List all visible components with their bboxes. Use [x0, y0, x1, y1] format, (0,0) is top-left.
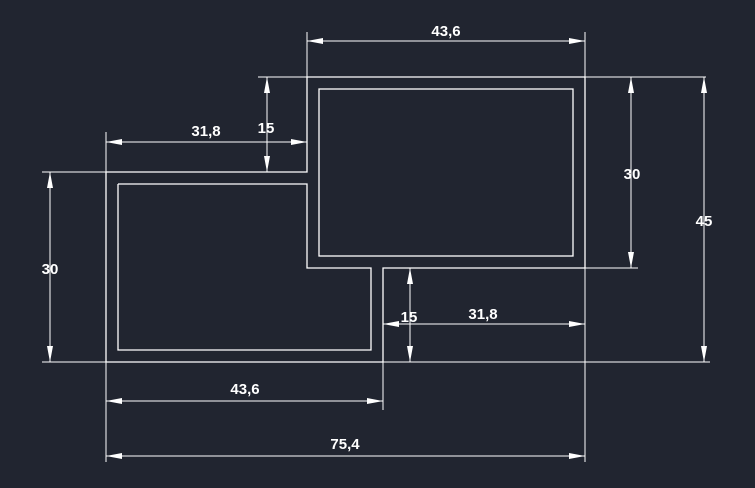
arrowhead — [701, 77, 707, 93]
dim-lower-offset: 15 — [401, 309, 418, 326]
arrowhead — [628, 77, 634, 93]
arrowhead — [47, 346, 53, 362]
arrowhead — [106, 139, 122, 145]
arrowhead — [701, 346, 707, 362]
dim-top-width: 43,6 — [431, 23, 460, 40]
arrowhead — [569, 321, 585, 327]
dim-upper-offset: 15 — [258, 120, 275, 137]
inner-right-contour — [318, 88, 574, 257]
arrowhead — [106, 398, 122, 404]
arrowhead — [569, 38, 585, 44]
profile-outline — [105, 76, 586, 363]
dim-overall-width: 75,4 — [330, 436, 360, 453]
outer-contour — [105, 76, 586, 363]
dim-upper-left-width: 31,8 — [191, 123, 220, 140]
arrowhead — [47, 172, 53, 188]
arrowhead — [383, 321, 399, 327]
dim-bottom-width: 43,6 — [230, 381, 259, 398]
arrowhead — [106, 453, 122, 459]
arrowhead — [291, 139, 307, 145]
dim-lower-right-width: 31,8 — [468, 306, 497, 323]
arrowhead — [307, 38, 323, 44]
dim-left-height: 30 — [42, 261, 59, 278]
arrowhead — [628, 252, 634, 268]
dimension-lines — [47, 38, 707, 459]
arrowhead — [264, 156, 270, 172]
arrowhead — [407, 346, 413, 362]
extension-lines — [42, 32, 710, 462]
dim-right-height: 30 — [624, 166, 641, 183]
arrowhead — [264, 77, 270, 93]
inner-left-contour — [117, 183, 372, 351]
dim-total-height: 45 — [696, 213, 713, 230]
arrowhead — [407, 268, 413, 284]
arrowhead — [569, 453, 585, 459]
arrowhead — [367, 398, 383, 404]
